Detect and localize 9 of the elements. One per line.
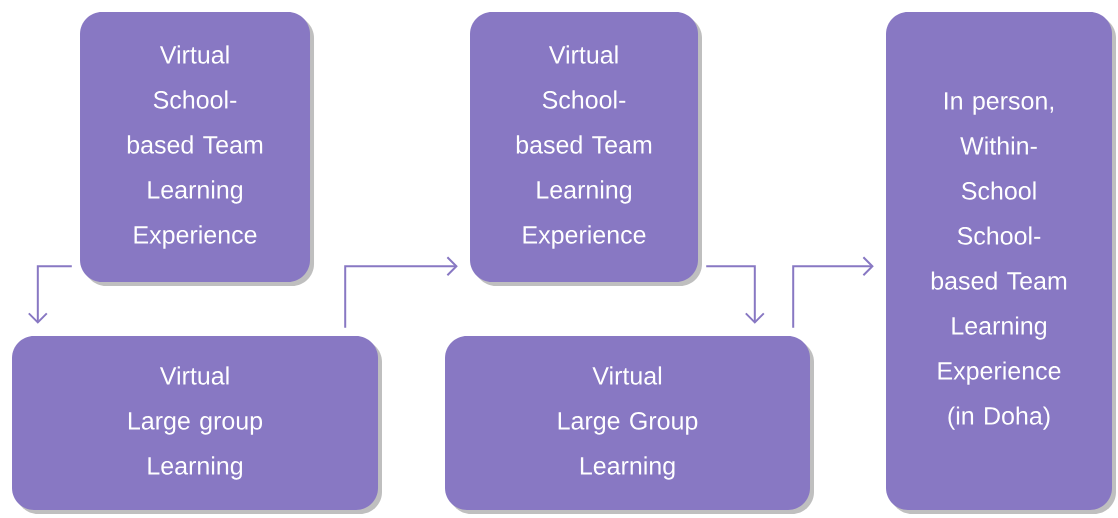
process-box: Virtual School-based Team Learning Experience [80, 12, 314, 286]
arrow [27, 265, 73, 324]
process-box: Virtual Large Group Learning [445, 336, 814, 514]
process-box: In person, Within-School School-based Team Learning Experience (in Doha) [886, 12, 1116, 514]
process-box: Virtual School-based Team Learning Experience [470, 12, 702, 286]
arrow [705, 265, 765, 324]
process-box: Virtual Large group Learning [12, 336, 382, 514]
arrow [792, 256, 874, 329]
arrow [344, 256, 458, 329]
